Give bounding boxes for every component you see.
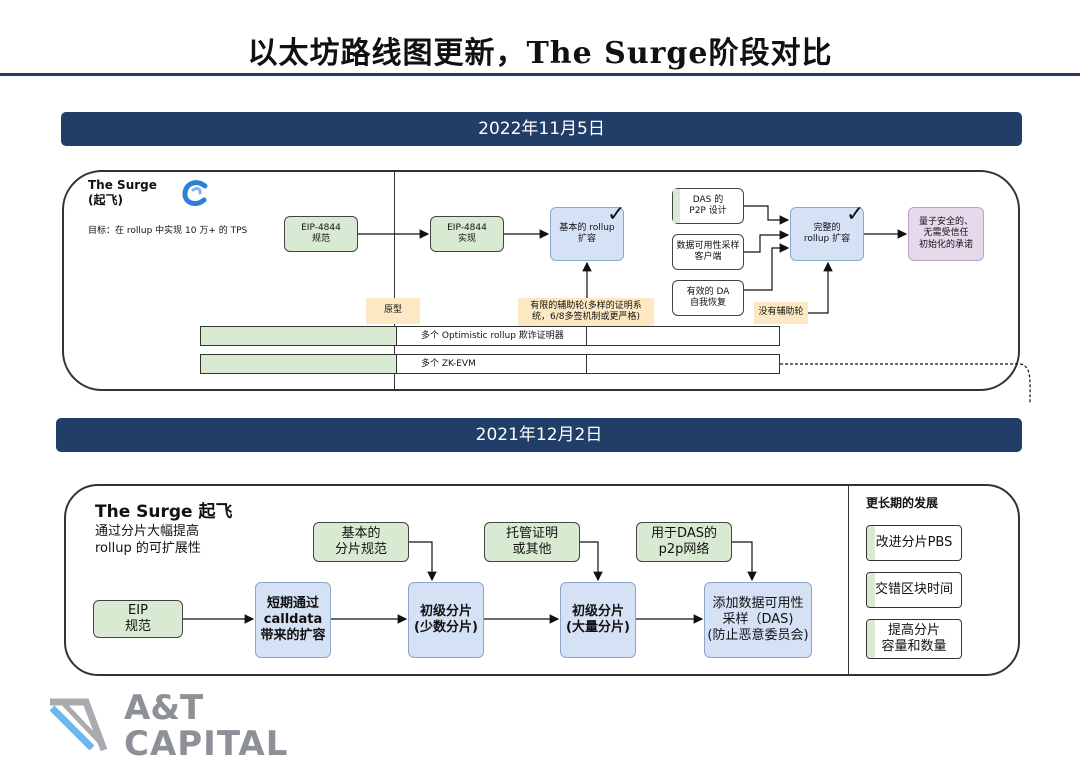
panel-divider: [394, 171, 395, 390]
longer-term-item-block-time: 交错区块时间: [866, 572, 962, 608]
check-icon-2: ✓: [846, 202, 865, 227]
surge-goal: 目标：在 rollup 中实现 10 万+ 的 TPS: [88, 226, 248, 236]
capital-logo-icon: [46, 694, 116, 756]
no-aux-label: 没有辅助轮: [754, 302, 808, 324]
add-das-box: 添加数据可用性采样（DAS)(防止恶意委员会): [704, 582, 812, 658]
custody-proof-box: 托管证明或其他: [484, 522, 580, 562]
longer-term-item-capacity: 提高分片 容量和数量: [866, 619, 962, 659]
page-title: 以太坊路线图更新，The Surge阶段对比: [247, 36, 833, 71]
surge-2021-panel: [64, 484, 1020, 676]
many-shards-box: 初级分片(大量分片): [560, 582, 636, 658]
longer-term-item-pbs: 改进分片PBS: [866, 525, 962, 561]
title-rule: [0, 73, 1080, 76]
surge-heading: The Surge (起飞): [88, 178, 157, 207]
panel-divider-2: [848, 485, 849, 675]
basic-shard-spec-box: 基本的分片规范: [313, 522, 409, 562]
das-client-box: 数据可用性采样客户端: [672, 234, 744, 270]
surge-2021-heading: The Surge 起飞: [95, 502, 233, 522]
date-band-2022: 2022年11月5日: [61, 112, 1022, 146]
quantum-box: 量子安全的、无需受信任初始化的承诺: [908, 207, 984, 261]
longer-term-title: 更长期的发展: [866, 496, 939, 510]
wave-icon: [180, 178, 210, 208]
capital-logo-text: A&T CAPITAL: [124, 688, 289, 764]
check-icon: ✓: [607, 202, 626, 227]
limited-aux-label: 有限的辅助轮(多样的证明系统，6/8多签机制或更严格): [518, 298, 654, 326]
date-band-2021: 2021年12月2日: [56, 418, 1022, 452]
optimistic-bar: 多个 Optimistic rollup 欺诈证明器: [200, 326, 780, 346]
zkevm-bar: 多个 ZK-EVM: [200, 354, 780, 374]
few-shards-box: 初级分片(少数分片): [408, 582, 484, 658]
prototype-label: 原型: [366, 298, 420, 324]
